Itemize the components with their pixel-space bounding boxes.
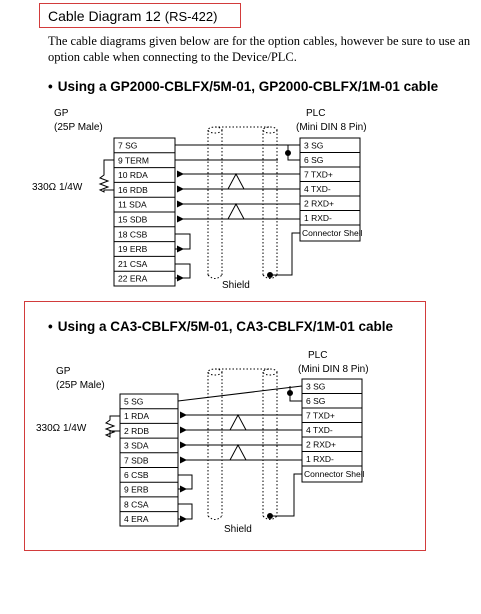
title-subtitle: (RS-422) — [164, 9, 218, 24]
plc-pin: 6 SG — [304, 155, 323, 165]
plc-pin: 4 TXD- — [304, 184, 331, 194]
plc-label: PLC — [308, 350, 327, 361]
gp-pin: 11 SDA — [118, 200, 147, 210]
wires — [177, 385, 303, 523]
plc-pin: 7 TXD+ — [306, 411, 335, 421]
gp-pin: 7 SG — [118, 141, 137, 151]
gp-pin: 7 SDB — [124, 455, 149, 465]
diagram-1-heading: • Using a GP2000-CBLFX/5M-01, GP2000-CBLF… — [48, 79, 438, 94]
gp-pin: 16 RDB — [118, 185, 148, 195]
resistor-label: 330Ω 1/4W — [36, 423, 87, 434]
shield-label: Shield — [224, 524, 252, 535]
plc-pin: 6 SG — [306, 396, 325, 406]
title-main: Cable Diagram 12 — [48, 8, 161, 24]
plc-pin: 2 RXD+ — [306, 440, 336, 450]
shield-ellipse — [207, 368, 223, 376]
gp-pin: 9 ERB — [124, 485, 149, 495]
gp-pin: 1 RDA — [124, 411, 149, 421]
diagram-2-heading: • Using a CA3-CBLFX/5M-01, CA3-CBLFX/1M-0… — [48, 319, 393, 334]
gp-connector-type: (25P Male) — [56, 380, 105, 391]
gp-pin-rows — [120, 408, 178, 513]
resistor-symbol — [104, 415, 120, 438]
plc-pin: Connector Shell — [302, 228, 363, 238]
gp-pin-rows — [114, 152, 175, 272]
plc-label: PLC — [306, 108, 325, 119]
resistor-symbol — [98, 159, 114, 193]
gp-pin: 19 ERB — [118, 244, 148, 254]
gp-pin: 9 TERM — [118, 155, 149, 165]
plc-pin: Connector Shell — [304, 469, 365, 479]
plc-pin: 7 TXD+ — [304, 170, 333, 180]
plc-connector-type: (Mini DIN 8 Pin) — [296, 122, 367, 133]
shield-ellipse — [207, 126, 223, 134]
shield-ellipse — [262, 126, 278, 134]
plc-pin: 1 RXD- — [304, 213, 332, 223]
plc-pin: 3 SG — [304, 141, 323, 151]
gp-pin: 8 CSA — [124, 499, 149, 509]
bullet-icon: • — [48, 79, 53, 94]
plc-pin-rows — [302, 393, 362, 467]
diagram-1: GP (25P Male) PLC (Mini DIN 8 Pin) 7 SG … — [32, 108, 367, 291]
gp-pin: 10 RDA — [118, 170, 148, 180]
gp-pin: 3 SDA — [124, 441, 149, 451]
diagram-2: GP (25P Male) PLC (Mini DIN 8 Pin) 5 SG … — [36, 350, 369, 535]
shield-ellipse — [262, 368, 278, 376]
bullet-icon: • — [48, 319, 53, 334]
gp-connector-type: (25P Male) — [54, 122, 103, 133]
resistor-label: 330Ω 1/4W — [32, 182, 83, 193]
plc-pin: 1 RXD- — [306, 454, 334, 464]
title-box: Cable Diagram 12 (RS-422) — [39, 3, 241, 28]
gp-pin: 22 ERA — [118, 274, 148, 284]
plc-connector-type: (Mini DIN 8 Pin) — [298, 364, 369, 375]
gp-label: GP — [56, 366, 71, 377]
diagram-1-heading-text: Using a GP2000-CBLFX/5M-01, GP2000-CBLFX… — [57, 79, 439, 94]
gp-pin: 2 RDB — [124, 426, 149, 436]
plc-pin-rows — [300, 152, 360, 226]
page-title: Cable Diagram 12 (RS-422) — [48, 8, 217, 24]
intro-paragraph: The cable diagrams given below are for t… — [48, 34, 471, 64]
gp-pin: 5 SG — [124, 397, 143, 407]
gp-pin: 4 ERA — [124, 514, 149, 524]
plc-pin: 2 RXD+ — [304, 199, 334, 209]
wires — [175, 144, 300, 282]
gp-pin-block — [119, 393, 179, 527]
gp-pin: 15 SDB — [118, 215, 148, 225]
plc-pin: 3 SG — [306, 382, 325, 392]
gp-pin: 21 CSA — [118, 259, 148, 269]
diagram-2-heading-text: Using a CA3-CBLFX/5M-01, CA3-CBLFX/1M-01… — [57, 319, 394, 334]
gp-pin: 18 CSB — [118, 229, 148, 239]
gp-pin: 6 CSB — [124, 470, 149, 480]
diagram-2-frame — [24, 301, 426, 551]
plc-pin: 4 TXD- — [306, 425, 333, 435]
shield-label: Shield — [222, 280, 250, 291]
gp-label: GP — [54, 108, 69, 119]
